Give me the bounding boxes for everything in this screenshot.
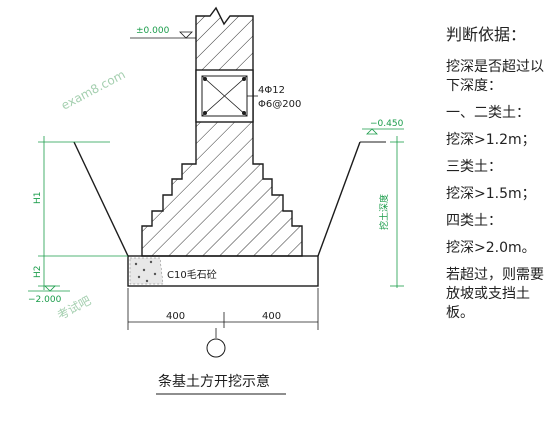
rebar-dots — [203, 77, 246, 115]
watermark: exam8.com 考试吧 — [54, 67, 127, 322]
width-left-label: 400 — [166, 311, 185, 322]
foundation-excavation-diagram: 4Φ12 Φ6@200 ±0.000 C10毛石砼 −0.450 挖土深度 H1… — [28, 6, 404, 395]
depth-label-right: 挖土深度 — [378, 194, 390, 230]
criteria-cat12: 一、二类土： — [446, 105, 530, 121]
criteria-cat3-depth: 挖深>1.5m； — [446, 186, 536, 202]
cushion-layer — [127, 255, 319, 287]
criteria-cat4-depth: 挖深>2.0m。 — [446, 240, 536, 256]
elevation-top-label: ±0.000 — [136, 26, 170, 36]
width-right-label: 400 — [262, 311, 281, 322]
criteria-cat12-depth: 挖深>1.2m； — [446, 132, 536, 148]
axis-bubble — [206, 338, 226, 358]
rebar-main-label: 4Φ12 — [258, 85, 285, 96]
depth-label-h2: H2 — [33, 266, 43, 279]
criteria-cat3: 三类土： — [446, 159, 502, 175]
excavation-right-slope — [317, 141, 361, 257]
criteria-conclusion: 若超过，则需要放坡或支挡土板。 — [446, 267, 544, 321]
criteria-title: 判断依据： — [446, 25, 527, 44]
criteria-panel: 判断依据： 挖深是否超过以下深度： 一、二类土： 挖深>1.2m； 三类土： 挖… — [446, 24, 556, 331]
rebar-stirrup-label: Φ6@200 — [258, 99, 301, 110]
elevation-ground-label: −0.450 — [370, 119, 404, 129]
criteria-cat4: 四类土： — [446, 213, 502, 229]
foundation-body — [141, 6, 303, 257]
criteria-intro: 挖深是否超过以下深度： — [446, 59, 544, 94]
cushion-label: C10毛石砼 — [167, 268, 217, 281]
watermark-text-1: exam8.com — [59, 67, 128, 112]
elevation-bottom-label: −2.000 — [28, 295, 62, 305]
excavation-left-slope — [73, 141, 129, 257]
diagram-title: 条基土方开挖示意 — [158, 373, 270, 390]
depth-label-h1: H1 — [33, 192, 43, 205]
